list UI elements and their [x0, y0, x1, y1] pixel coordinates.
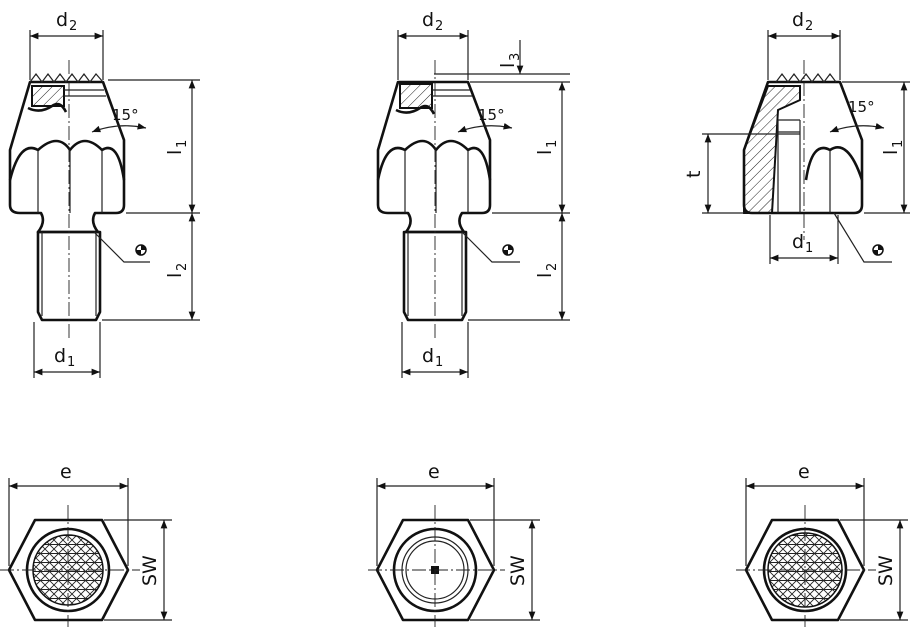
- view2-head-outline: [376, 80, 492, 234]
- top2-e-label: e: [428, 461, 440, 483]
- view2-thread-outline: [402, 230, 468, 322]
- view2-l2-sub: 2: [545, 263, 560, 271]
- view-2-top: e SW: [368, 461, 540, 627]
- view2-section-hatch: [399, 83, 433, 109]
- top1-sw-label: SW: [139, 555, 161, 586]
- view3-hex-scallops: [804, 146, 864, 181]
- top3-sw-label: SW: [875, 555, 897, 586]
- view1-d2-letter: d: [56, 9, 68, 31]
- view2-l2-letter: l: [534, 273, 556, 278]
- view3-section-hatch: [743, 85, 801, 214]
- top1-e-label: e: [60, 461, 72, 483]
- view1-d2-sub: 2: [69, 19, 77, 34]
- view2-l3-sub: 3: [508, 53, 523, 61]
- view1-d1-letter: d: [54, 345, 66, 367]
- view2-d2-letter: d: [422, 9, 434, 31]
- view2-hex-scallops: [376, 139, 492, 181]
- view1-l1-sub: 1: [175, 140, 190, 148]
- view2-d1-letter: d: [422, 345, 434, 367]
- view3-l1-sub: 1: [891, 140, 906, 148]
- view1-l2-letter: l: [164, 273, 186, 278]
- view3-t-label: t: [683, 171, 705, 178]
- view2-center-mark-icon: [502, 244, 514, 256]
- view3-l1-letter: l: [880, 150, 902, 155]
- view1-head-outline: [8, 80, 126, 234]
- view3-d1-sub: 1: [805, 241, 813, 256]
- view2-angle-label: 15°: [478, 106, 505, 124]
- view2-d1-sub: 1: [435, 355, 443, 370]
- view1-angle-label: 15°: [112, 106, 139, 124]
- view3-center-mark-icon: [872, 244, 884, 256]
- view1-l2-sub: 2: [175, 263, 190, 271]
- view-1-side: 15° d 2 l 1 l 2 d 1: [8, 9, 200, 378]
- view1-thread-outline: [36, 230, 102, 322]
- view1-d1-sub: 1: [67, 355, 75, 370]
- view-1-top: e SW: [0, 461, 172, 627]
- view-3-top: e SW: [736, 461, 908, 627]
- view3-angle-label: 15°: [848, 98, 875, 116]
- view-2-side: 15° d 2 l 3 l 1 l 2 d 1: [376, 9, 570, 378]
- view3-d2-sub: 2: [805, 19, 813, 34]
- view2-d2-sub: 2: [435, 19, 443, 34]
- view1-l1-letter: l: [164, 150, 186, 155]
- view1-knurl-top: [29, 73, 104, 83]
- view3-d2-letter: d: [792, 9, 804, 31]
- view-3-side: 15° d 2 t l 1 d 1: [683, 9, 910, 264]
- top2-sw-label: SW: [507, 555, 529, 586]
- view3-knurl-top: [775, 73, 837, 83]
- view2-l3-letter: l: [497, 63, 519, 68]
- top3-e-label: e: [798, 461, 810, 483]
- view1-section-hatch: [31, 85, 65, 107]
- view3-d1-letter: d: [792, 231, 804, 253]
- view1-center-mark-icon: [135, 244, 147, 256]
- view2-l1-letter: l: [534, 150, 556, 155]
- view1-hex-scallops: [8, 139, 126, 181]
- view2-l1-sub: 1: [545, 140, 560, 148]
